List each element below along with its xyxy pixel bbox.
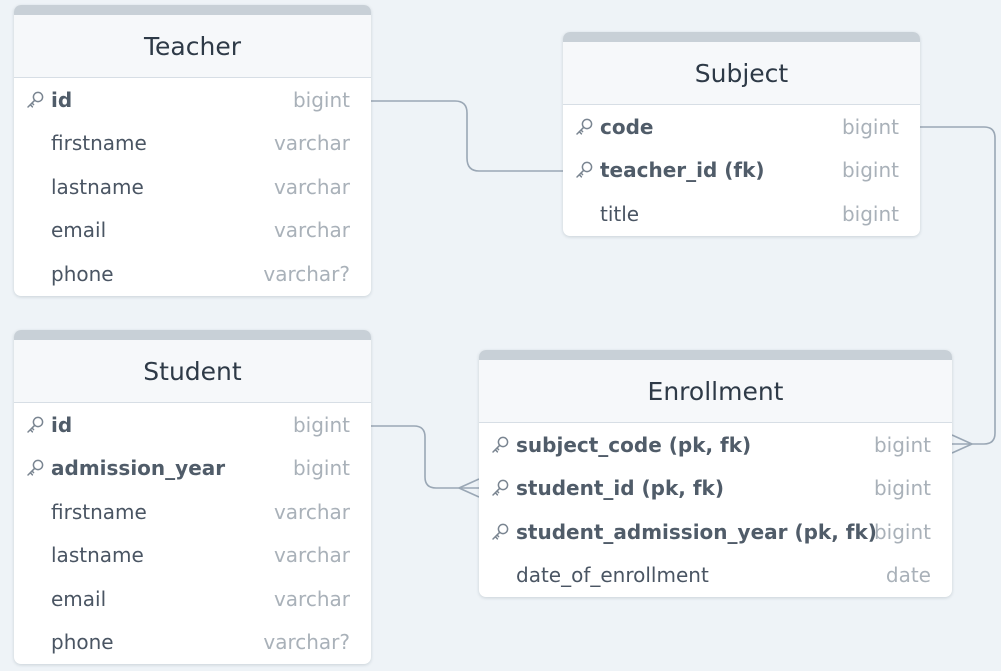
connector-student-enrollment [371,425,479,489]
field-type: bigint [841,201,899,226]
key-icon [574,117,594,137]
field-name: email [51,218,107,243]
table-title: Student [14,340,371,403]
field-type: bigint [292,412,350,437]
field-row[interactable]: phone varchar? [14,252,371,296]
field-name: email [51,586,107,611]
field-name: lastname [51,543,144,568]
table-header-bar [479,350,952,360]
connector-teacher-subject [371,100,563,172]
field-type: varchar [273,499,350,524]
field-row[interactable]: student_id (pk, fk) bigint [479,467,952,511]
table-title: Enrollment [479,360,952,423]
key-icon [490,478,510,498]
connector-subject-enrollment [920,126,996,445]
table-header-bar [14,5,371,15]
key-icon [25,415,45,435]
key-icon [574,160,594,180]
table-title: Teacher [14,15,371,78]
key-icon [25,90,45,110]
field-row[interactable]: email varchar [14,577,371,621]
field-row[interactable]: code bigint [563,105,920,149]
field-row[interactable]: subject_code (pk, fk) bigint [479,423,952,467]
field-type: bigint [292,87,350,112]
field-type: varchar? [263,261,350,286]
field-list: code bigint teacher_id (fk) bigint title bigi… [563,105,920,236]
key-icon [490,522,510,542]
field-name: lastname [51,174,144,199]
table-header-bar [563,32,920,42]
field-type: bigint [873,519,931,544]
field-name: admission_year [51,456,226,481]
field-type: varchar [273,174,350,199]
field-name: teacher_id (fk) [600,158,765,183]
field-row[interactable]: title bigint [563,192,920,236]
field-type: bigint [292,456,350,481]
field-name: phone [51,630,114,655]
field-row[interactable]: teacher_id (fk) bigint [563,149,920,193]
field-name: firstname [51,499,147,524]
field-type: bigint [873,476,931,501]
field-row[interactable]: student_admission_year (pk, fk)bigint [479,510,952,554]
field-row[interactable]: date_of_enrollment date [479,554,952,598]
field-type: varchar [273,131,350,156]
field-name: subject_code (pk, fk) [516,432,752,457]
field-name: id [51,87,73,112]
field-row[interactable]: lastname varchar [14,165,371,209]
field-type: bigint [841,114,899,139]
key-icon [490,435,510,455]
field-type: varchar [273,543,350,568]
field-type: varchar [273,218,350,243]
field-row[interactable]: admission_year bigint [14,447,371,491]
key-icon [25,458,45,478]
field-type: bigint [873,432,931,457]
field-name: title [600,201,640,226]
field-name: firstname [51,131,147,156]
field-type: varchar? [263,630,350,655]
field-name: student_id (pk, fk) [516,476,724,501]
crowfoot-subject-enrollment [951,434,973,454]
field-name: code [600,114,654,139]
crowfoot-student-enrollment [458,478,480,498]
field-list: id bigint admission_year bigint firstname var… [14,403,371,664]
field-row[interactable]: id bigint [14,78,371,122]
field-row[interactable]: lastname varchar [14,534,371,578]
field-name: id [51,412,73,437]
field-row[interactable]: phone varchar? [14,621,371,665]
field-name: date_of_enrollment [516,563,709,588]
field-type: bigint [841,158,899,183]
table-header-bar [14,330,371,340]
field-type: date [885,563,931,588]
field-name: student_admission_year (pk, fk) [516,519,877,544]
field-row[interactable]: firstname varchar [14,122,371,166]
field-row[interactable]: id bigint [14,403,371,447]
field-name: phone [51,261,114,286]
field-row[interactable]: firstname varchar [14,490,371,534]
field-row[interactable]: email varchar [14,209,371,253]
table-title: Subject [563,42,920,105]
field-type: varchar [273,586,350,611]
table-student[interactable]: Student id bigint admission_year bigint firs… [14,330,371,664]
